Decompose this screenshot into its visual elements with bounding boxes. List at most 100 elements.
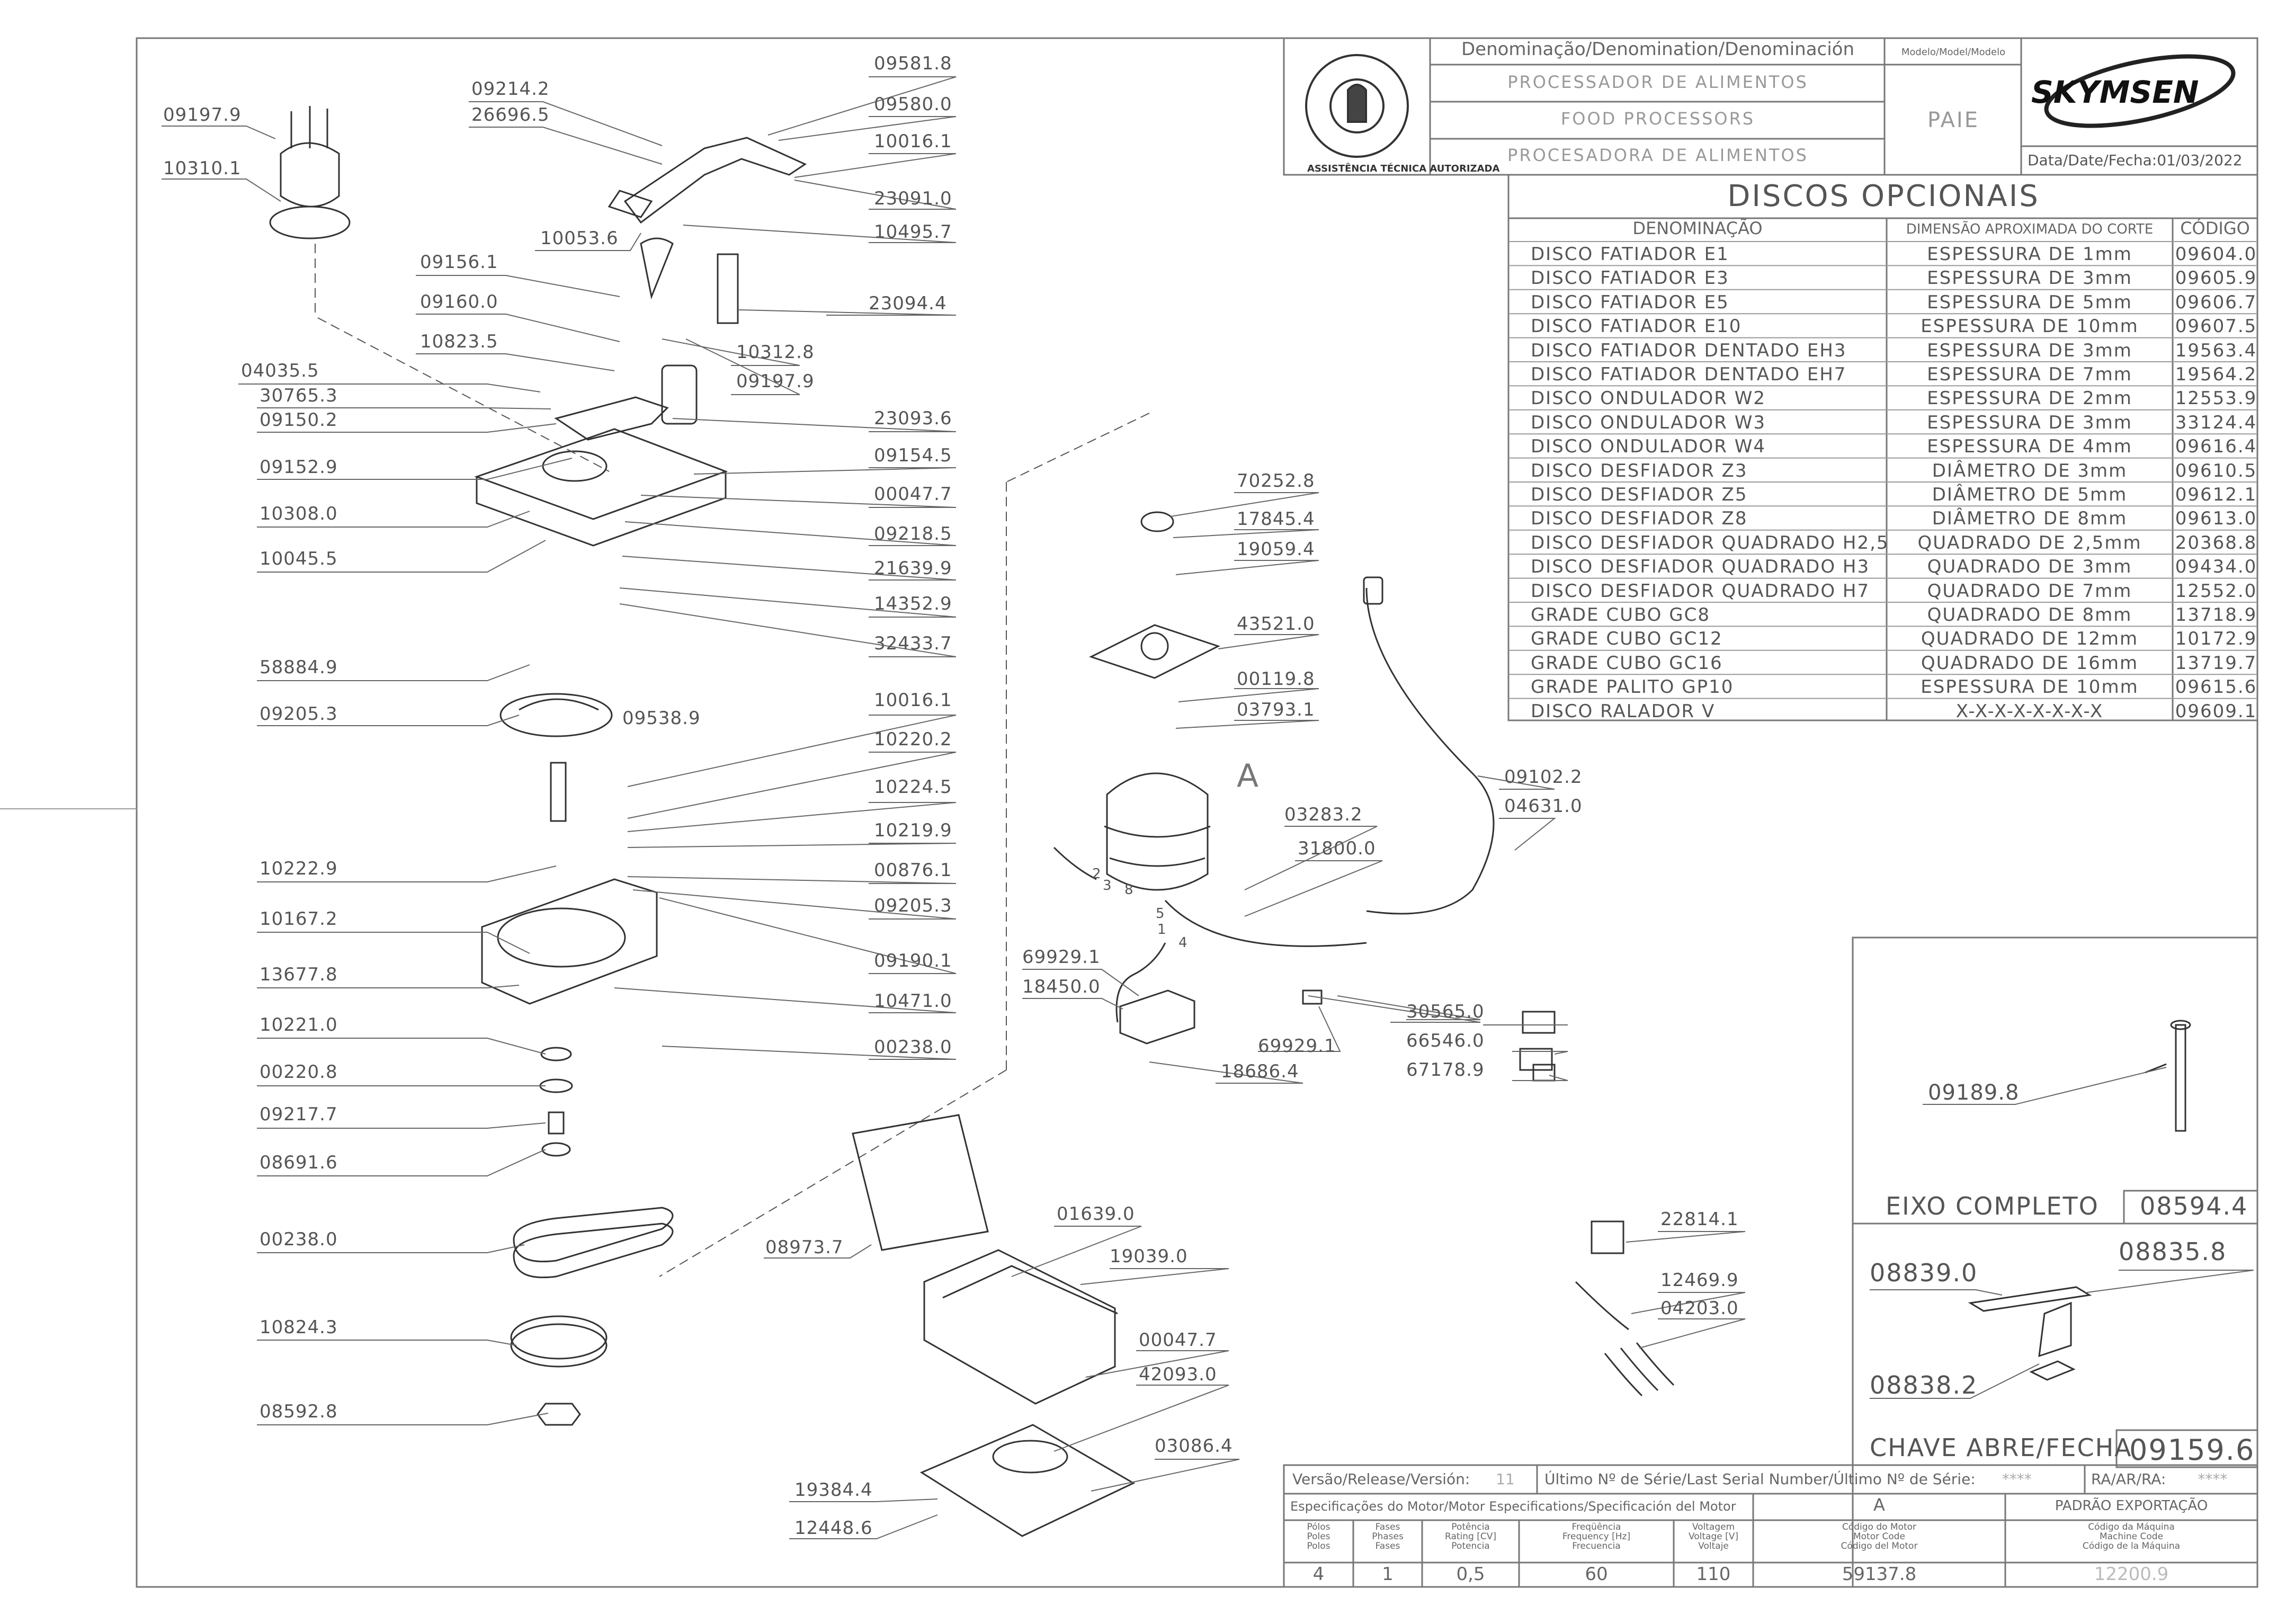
motor-letter: A — [1873, 1495, 1885, 1515]
part-label: 09102.2 — [1504, 766, 1583, 788]
spec-header-line: Frequency [Hz] — [1562, 1531, 1631, 1542]
part-label: 10220.2 — [874, 729, 952, 750]
part-label: 10053.6 — [540, 228, 619, 249]
row-code: 09606.7 — [2175, 291, 2257, 313]
spec-header-line: Voltagem — [1692, 1522, 1735, 1532]
spec-header-line: Código do Motor — [1842, 1522, 1917, 1532]
part-label: 10016.1 — [874, 131, 952, 152]
spec-header-line: Motor Code — [1853, 1531, 1906, 1542]
part-label: 09152.9 — [260, 457, 338, 478]
discs-title: DISCOS OPCIONAIS — [1727, 179, 2040, 213]
row-denomination: DISCO ONDULADOR W4 — [1531, 436, 1766, 458]
spec-header-line: Frecuencia — [1572, 1541, 1621, 1551]
row-denomination: DISCO ONDULADOR W2 — [1531, 388, 1766, 409]
row-code: 09616.4 — [2175, 436, 2257, 458]
row-code: 13718.9 — [2175, 604, 2257, 626]
spec-header-line: Rating [CV] — [1445, 1531, 1496, 1542]
row-dimension: QUADRADO DE 16mm — [1921, 652, 2139, 674]
part-label: 10312.8 — [736, 342, 815, 363]
part-label: 00047.7 — [1139, 1329, 1217, 1351]
serial-label: Último Nº de Série/Last Serial Number/Úl… — [1544, 1470, 2032, 1488]
part-label: 10219.9 — [874, 820, 952, 841]
spec-header-line: Código da Máquina — [2088, 1522, 2175, 1532]
housing — [852, 1114, 1136, 1537]
row-code: 33124.4 — [2175, 412, 2257, 433]
col-dimension: DIMENSÃO APROXIMADA DO CORTE — [1906, 221, 2154, 237]
part-label: 10167.2 — [260, 908, 338, 930]
spec-header-line: Phases — [1372, 1531, 1404, 1542]
part-label: 09214.2 — [471, 78, 550, 100]
version-value: 11 — [1496, 1470, 1515, 1488]
row-denomination: DISCO DESFIADOR QUADRADO H3 — [1531, 556, 1870, 578]
row-dimension: DIÂMETRO DE 3mm — [1932, 460, 2128, 481]
part-label: 43521.0 — [1237, 613, 1315, 635]
row-code: 09605.9 — [2175, 267, 2257, 289]
spec-header-line: Fases — [1375, 1541, 1400, 1551]
part-label: 18450.0 — [1022, 976, 1101, 997]
row-denomination: GRADE PALITO GP10 — [1531, 676, 1734, 698]
axis-part-label: 09189.8 — [1928, 1081, 2020, 1105]
row-denomination: DISCO DESFIADOR QUADRADO H7 — [1531, 580, 1870, 602]
part-label: 31800.0 — [1298, 838, 1376, 859]
part-label: 10823.5 — [420, 331, 498, 352]
spec-header-line: Potencia — [1451, 1541, 1490, 1551]
seal-text: ASSISTÊNCIA TÉCNICA AUTORIZADA — [1307, 163, 1500, 174]
date-label: Data/Date/Fecha:01/03/2022 — [2028, 151, 2243, 169]
part-label: 10310.1 — [163, 158, 242, 179]
part-label: 00238.0 — [874, 1037, 952, 1058]
part-label: 14352.9 — [874, 593, 952, 614]
part-label: 04203.0 — [1660, 1298, 1739, 1319]
part-label: 09218.5 — [874, 523, 952, 545]
row-denomination: DISCO DESFIADOR Z8 — [1531, 508, 1748, 530]
wire-number: 5 — [1156, 906, 1165, 922]
brand-logo — [2044, 54, 2236, 128]
row-code: 09613.0 — [2175, 508, 2257, 530]
ra-value: **** — [2198, 1470, 2228, 1488]
part-label: 00119.8 — [1237, 668, 1315, 690]
part-label: 03793.1 — [1237, 699, 1315, 720]
part-label: 00876.1 — [874, 860, 952, 881]
row-denomination: GRADE CUBO GC16 — [1531, 652, 1723, 674]
part-label: 42093.0 — [1139, 1364, 1217, 1385]
date-value: 01/03/2022 — [2157, 151, 2243, 169]
part-label: 09581.8 — [874, 53, 952, 74]
wire-number: 3 — [1103, 878, 1112, 894]
part-label: 00047.7 — [874, 484, 952, 505]
col-code: CÓDIGO — [2180, 218, 2250, 238]
part-label: 09156.1 — [420, 252, 498, 273]
part-label: 22814.1 — [1660, 1209, 1739, 1230]
row-dimension: ESPESSURA DE 3mm — [1927, 267, 2132, 289]
part-label: 19039.0 — [1110, 1246, 1188, 1267]
part-label: 09150.2 — [260, 409, 338, 431]
axis-code: 08594.4 — [2140, 1192, 2248, 1220]
row-dimension: ESPESSURA DE 3mm — [1927, 340, 2132, 361]
part-label: 09205.3 — [874, 895, 952, 916]
spec-header-line: Potência — [1451, 1522, 1490, 1532]
row-denomination: DISCO FATIADOR E10 — [1531, 316, 1742, 337]
part-label: 30565.0 — [1406, 1001, 1485, 1022]
part-label: 69929.1 — [1022, 947, 1101, 968]
row-code: 09610.5 — [2175, 460, 2257, 481]
row-dimension: ESPESSURA DE 2mm — [1927, 388, 2132, 409]
row-dimension: ESPESSURA DE 4mm — [1927, 436, 2132, 458]
spec-value-voltage: 110 — [1696, 1564, 1731, 1585]
serial-value: **** — [2002, 1470, 2032, 1488]
part-label: 08691.6 — [260, 1152, 338, 1173]
brand-name: SKYMSEN — [2031, 74, 2199, 110]
part-label: 17845.4 — [1237, 508, 1315, 530]
part-label: 58884.9 — [260, 657, 338, 678]
row-dimension: QUADRADO DE 12mm — [1921, 628, 2139, 650]
part-label: 04631.0 — [1504, 796, 1583, 817]
